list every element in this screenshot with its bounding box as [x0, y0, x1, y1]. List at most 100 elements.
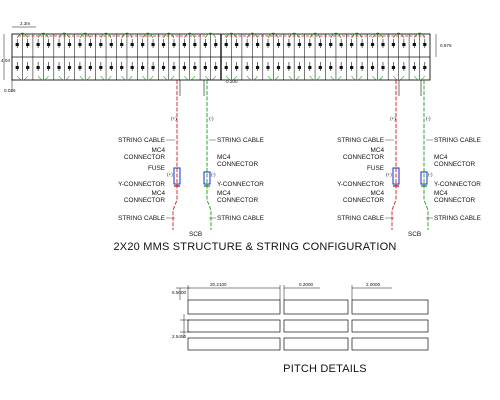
jumper-arc: [16, 32, 28, 39]
right-label: STRING CABLE: [434, 215, 481, 222]
junction-box: [120, 43, 124, 46]
junction-box: [67, 43, 72, 46]
junction-box: [297, 66, 301, 69]
jumper-arc: [330, 32, 342, 39]
junction-box: [391, 43, 396, 46]
jumper-arc: [184, 75, 196, 81]
left-label: MC4: [152, 190, 166, 197]
y-connector-symbol: [203, 171, 211, 185]
jumper-arc: [121, 32, 133, 39]
right-label: MC4: [217, 154, 231, 161]
junction-box: [214, 66, 218, 69]
right-label: CONNECTOR: [434, 197, 475, 204]
polarity-minus: (-): [426, 116, 431, 121]
string-wiring: (+)(-)(+)(-)STRING CABLEMC4CONNECTORFUSE…: [118, 80, 481, 238]
junction-box: [381, 66, 385, 69]
jumper-arc: [100, 75, 112, 81]
jumper-arc: [309, 75, 321, 81]
left-label: FUSE: [148, 165, 165, 172]
left-label: MC4: [371, 190, 385, 197]
junction-box: [26, 43, 30, 46]
jumper-arc: [393, 32, 405, 39]
junction-box: [360, 66, 364, 69]
junction-box: [57, 66, 61, 69]
right-label: MC4: [434, 190, 448, 197]
junction-box: [402, 43, 406, 46]
junction-box: [193, 66, 197, 69]
junction-box: [287, 66, 291, 69]
jumper-arc: [37, 75, 49, 81]
junction-box: [193, 43, 197, 46]
left-label: CONNECTOR: [124, 154, 165, 161]
scb-label: SCB: [189, 231, 202, 238]
string-group: (+)(-)(+)(-)STRING CABLEMC4CONNECTORFUSE…: [118, 80, 264, 238]
junction-box: [109, 66, 113, 69]
jumper-arc: [372, 32, 384, 39]
junction-box: [141, 43, 145, 46]
junction-box: [78, 66, 82, 69]
junction-box: [402, 66, 406, 69]
polarity-minus: (-): [209, 116, 214, 121]
junction-box: [36, 43, 40, 46]
junction-box: [308, 66, 312, 69]
jumper-arc: [351, 75, 363, 81]
left-label: CONNECTOR: [343, 197, 384, 204]
jumper-arc: [267, 75, 279, 81]
negative-cable: [206, 80, 212, 230]
junction-box: [141, 66, 145, 69]
jumper-arc: [205, 32, 217, 39]
jumper-arc: [100, 32, 112, 39]
right-label: CONNECTOR: [217, 197, 258, 204]
junction-box: [109, 43, 113, 46]
polarity-plus: (+): [386, 172, 392, 177]
left-label: STRING CABLE: [118, 137, 165, 144]
junction-box: [88, 43, 92, 46]
junction-box: [423, 43, 427, 46]
jumper-arc: [414, 75, 426, 81]
jumper-arc: [37, 32, 49, 39]
junction-box: [99, 66, 103, 69]
junction-box: [339, 66, 343, 69]
junction-box: [172, 43, 176, 46]
jumper-arc: [58, 32, 70, 39]
jumper-arc: [393, 75, 405, 81]
module-cells: [15, 34, 427, 80]
polarity-minus: (-): [211, 172, 216, 177]
junction-box: [36, 66, 40, 69]
pitch-dim-row: 2.5450: [172, 334, 186, 339]
junction-box: [370, 43, 375, 46]
junction-box: [99, 43, 103, 46]
dim-left-side: 4.04: [1, 58, 10, 63]
left-label: STRING CABLE: [337, 215, 384, 222]
negative-cable: [423, 80, 429, 230]
string-group: (+)(-)(+)(-)STRING CABLEMC4CONNECTORFUSE…: [337, 80, 481, 238]
jumper-arc: [414, 32, 426, 39]
junction-box: [360, 43, 364, 46]
dim-top: 2.3m: [20, 21, 30, 26]
positive-cable: [391, 80, 397, 230]
junction-box: [276, 66, 281, 69]
junction-box: [266, 66, 270, 69]
junction-box: [276, 43, 281, 46]
junction-box: [224, 43, 228, 46]
jumper-arc: [309, 32, 321, 39]
junction-box: [57, 43, 61, 46]
junction-box: [245, 43, 249, 46]
junction-box: [381, 43, 385, 46]
positive-cable: [172, 80, 178, 230]
junction-box: [15, 43, 19, 46]
right-label: CONNECTOR: [217, 161, 258, 168]
right-label: Y-CONNECTOR: [217, 181, 264, 188]
right-label: STRING CABLE: [217, 137, 264, 144]
pitch-dim-end: 2.0000: [366, 282, 380, 287]
junction-box: [235, 43, 239, 46]
left-label: CONNECTOR: [343, 154, 384, 161]
junction-box: [88, 66, 92, 69]
pitch-dim-height: 6.5000: [172, 290, 186, 295]
jumper-arc: [288, 75, 300, 81]
junction-box: [224, 66, 228, 69]
jumper-arc: [246, 75, 258, 81]
junction-box: [182, 66, 187, 69]
jumper-arc: [142, 32, 154, 39]
jumper-arc: [121, 75, 133, 81]
